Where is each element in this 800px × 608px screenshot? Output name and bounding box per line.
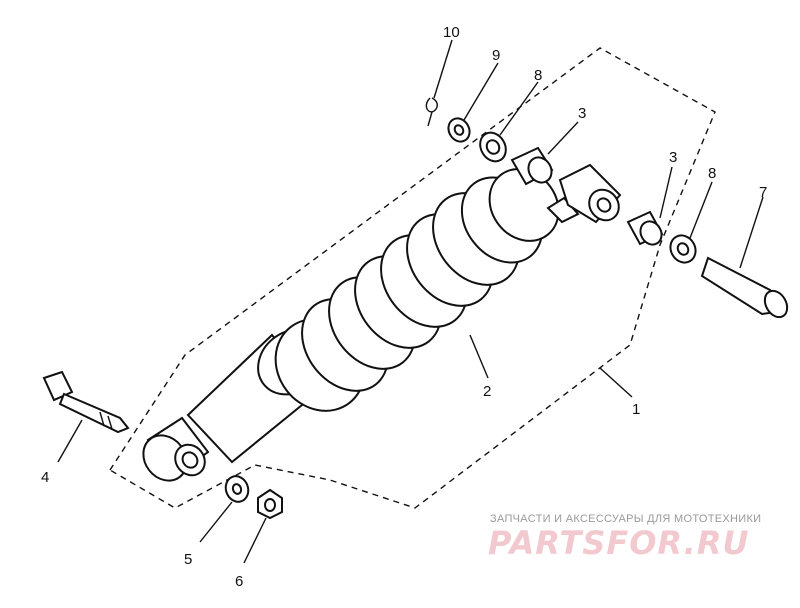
watermark-logo: PARTSFOR.RU <box>488 524 750 562</box>
coil-spring <box>274 168 560 412</box>
cotter-pin <box>425 97 438 127</box>
watermark-tagline: ЗАПЧАСТИ И АКСЕССУАРЫ ДЛЯ МОТОТЕХНИКИ <box>490 513 762 525</box>
callout-9: 9 <box>492 47 500 64</box>
shaft-pin <box>700 256 789 319</box>
callout-6: 6 <box>235 573 243 590</box>
callout-3-upper: 3 <box>578 105 586 122</box>
upper-mount-eye <box>546 163 622 224</box>
callout-1: 1 <box>632 401 640 418</box>
callout-8-right: 8 <box>708 165 716 182</box>
callout-8-upper: 8 <box>534 67 542 84</box>
oil-seal-right <box>669 234 697 264</box>
oil-seal-upper <box>479 131 507 163</box>
nut <box>257 488 283 520</box>
leader-lines <box>57 39 764 564</box>
bolt <box>42 370 130 434</box>
callout-7: 7 <box>759 184 767 201</box>
lower-mount-eye <box>142 416 210 482</box>
collar-upper <box>510 146 554 186</box>
callout-2: 2 <box>483 383 491 400</box>
washer <box>224 475 250 503</box>
callout-5: 5 <box>184 551 192 568</box>
callout-4: 4 <box>41 469 49 486</box>
plain-washer <box>447 117 471 143</box>
collar-right <box>626 210 664 246</box>
callout-10: 10 <box>443 24 460 41</box>
callout-3-right: 3 <box>669 149 677 166</box>
